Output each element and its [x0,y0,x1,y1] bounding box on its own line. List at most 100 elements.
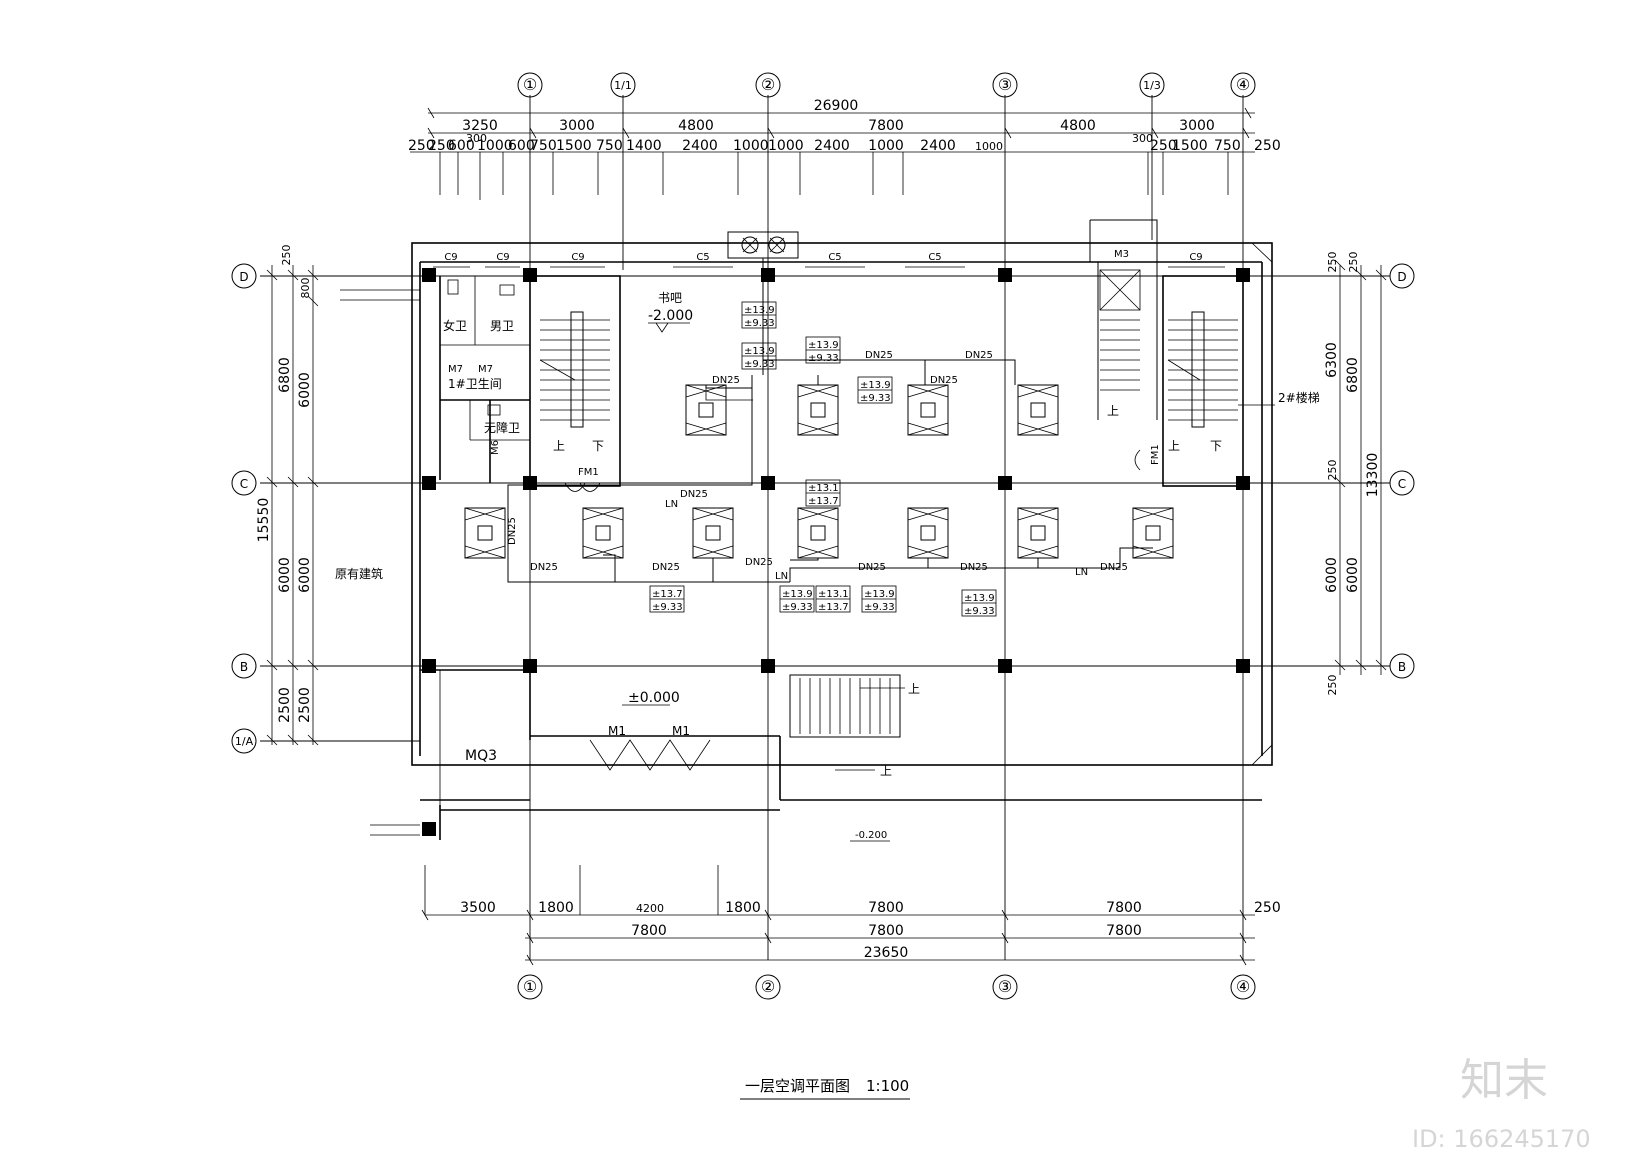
svg-text:±13.9: ±13.9 [964,593,995,604]
svg-text:±13.1: ±13.1 [808,483,839,494]
axis-right-c: C [1398,477,1406,491]
axis-top-2: ② [761,75,775,94]
level-outside: -0.200 [855,830,887,841]
door-tag-m1-b: M1 [672,724,690,738]
dim-top-r3-7: 1500 [556,138,592,154]
svg-text:±13.7: ±13.7 [818,602,849,613]
dim-right-inner-2: 6300 [1324,342,1340,378]
svg-text:±13.7: ±13.7 [652,589,683,600]
axis-bubbles-right: D C B [1389,263,1415,679]
dim-bottom-r1-0: 3500 [460,900,496,916]
pipe-dn25-11: DN25 [960,562,988,573]
room-toilet-1: 1#卫生间 [448,377,502,391]
dim-bottom-r1-5: 7800 [1106,900,1142,916]
axis-top-3: ③ [998,75,1012,94]
pipe-dn25-1: DN25 [865,350,893,361]
dim-right-inner-5: 250 [1326,675,1339,696]
dim-top-r2-3: 7800 [868,118,904,134]
pipe-ln-1: LN [665,499,678,510]
dim-top-r3-6: 750 [530,138,557,154]
room-womens-wc: 女卫 [443,318,467,333]
bottom-dimensions: 3500 1800 4200 1800 7800 7800 250 7800 7… [421,865,1281,966]
dim-right-inner-3: 250 [1326,460,1339,481]
svg-text:±9.33: ±9.33 [964,606,995,617]
vertical-grid-lines [529,95,1244,960]
window-tag-6: C9 [1189,252,1202,263]
door-tag-m3: M3 [1114,249,1129,260]
dim-right-mid-1: 6000 [1345,557,1361,593]
door-tag-fm1-b: FM1 [1150,444,1161,465]
dim-top-r3-17: 300 [1132,132,1153,145]
dim-bottom-r1-4: 7800 [868,900,904,916]
dim-top-r3-1: 250 [428,138,455,154]
dim-left-outer: 15550 [256,498,272,543]
axis-top-4: ④ [1236,75,1250,94]
doors: FM1 FM1 M1 M1 MQ3 [465,444,1161,771]
axis-bubbles-top: ① 1/1 ② ③ 1/3 ④ [517,72,1256,98]
level-bar: -2.000 [648,308,693,324]
dim-top-r2-2: 4800 [678,118,714,134]
fcu [582,507,624,559]
dim-right-mid-0: 6800 [1345,357,1361,393]
legend-box: ±13.9±9.33 [805,336,841,364]
fcu [464,507,506,559]
legend-box: ±13.1 ±13.7 [805,479,841,507]
svg-text:±13.7: ±13.7 [808,496,839,507]
window-tag-3: C5 [696,252,709,263]
stair-2: 上 下 2#楼梯 [1167,311,1320,453]
legend-box: ±13.7 ±9.33 [649,585,685,613]
stair-2-up: 上 [1168,439,1180,453]
dim-top-r3-5: 600 [508,138,535,154]
axis-bottom-1: ① [523,977,537,996]
legend-box: ±13.9±9.33 [741,342,777,370]
pipe-dn25-2: DN25 [965,350,993,361]
axis-top-1: ① [523,75,537,94]
dim-top-r3-0: 250 [408,138,435,154]
piping [507,258,1153,583]
pipe-dn25-3: DN25 [930,375,958,386]
room-existing: 原有建筑 [335,566,383,581]
pipe-dn25-4: DN25 [712,375,740,386]
ramp-up: 上 [880,764,892,778]
window-tag-2: C9 [571,252,584,263]
svg-text:±13.9: ±13.9 [808,340,839,351]
dim-top-r2-4: 4800 [1060,118,1096,134]
dim-left-inner-4: 2500 [297,687,313,723]
legend-box: ±13.9±9.33 [779,585,815,613]
axis-right-b: B [1398,660,1406,674]
axis-bubbles-bottom: ① ② ③ ④ [517,974,1256,1000]
axis-bottom-4: ④ [1236,977,1250,996]
pipe-dn25-10: DN25 [858,562,886,573]
room-labels: 原有建筑 书吧 -2.000 ±0.000 -0.200 [335,291,890,842]
legend-box: ±13.9±9.33 [857,376,893,404]
dim-top-r2-0: 3250 [462,118,498,134]
dim-bottom-r1-3: 1800 [725,900,761,916]
left-dimensions: 15550 6800 6000 2500 250 800 6000 6000 2… [256,245,319,746]
axis-left-b: B [240,660,248,674]
columns [422,268,1250,836]
entry-stair: 上 上 [789,674,920,778]
dim-top-r3-4: 1000 [477,138,513,154]
svg-text:±9.33: ±9.33 [864,602,895,613]
window-tag-5: C5 [928,252,941,263]
fcu [1017,384,1059,436]
elevator-stair: M3 上 [1089,219,1158,420]
dim-left-inner-0: 250 [280,245,293,266]
entry-stair-up: 上 [908,682,920,696]
dim-top-r3-18: 250 [1150,138,1177,154]
svg-text:±9.33: ±9.33 [652,602,683,613]
pipe-dn25-8: DN25 [652,562,680,573]
axis-bottom-3: ③ [998,977,1012,996]
dim-top-overall: 26900 [814,98,859,114]
dim-top-r3-8: 750 [596,138,623,154]
dim-top-r3-20: 750 [1214,138,1241,154]
legend-box: ±13.9 ±9.33 [961,589,997,617]
dim-right-inner-1: 250 [1347,252,1360,273]
fcu [1132,507,1174,559]
axis-right-d: D [1397,270,1406,284]
dim-top-r3-21: 250 [1254,138,1281,154]
dim-bottom-r2-2: 7800 [1106,923,1142,939]
dim-top-r2-1: 3000 [559,118,595,134]
stair-2-down: 下 [1210,439,1222,453]
fcu [797,384,839,436]
